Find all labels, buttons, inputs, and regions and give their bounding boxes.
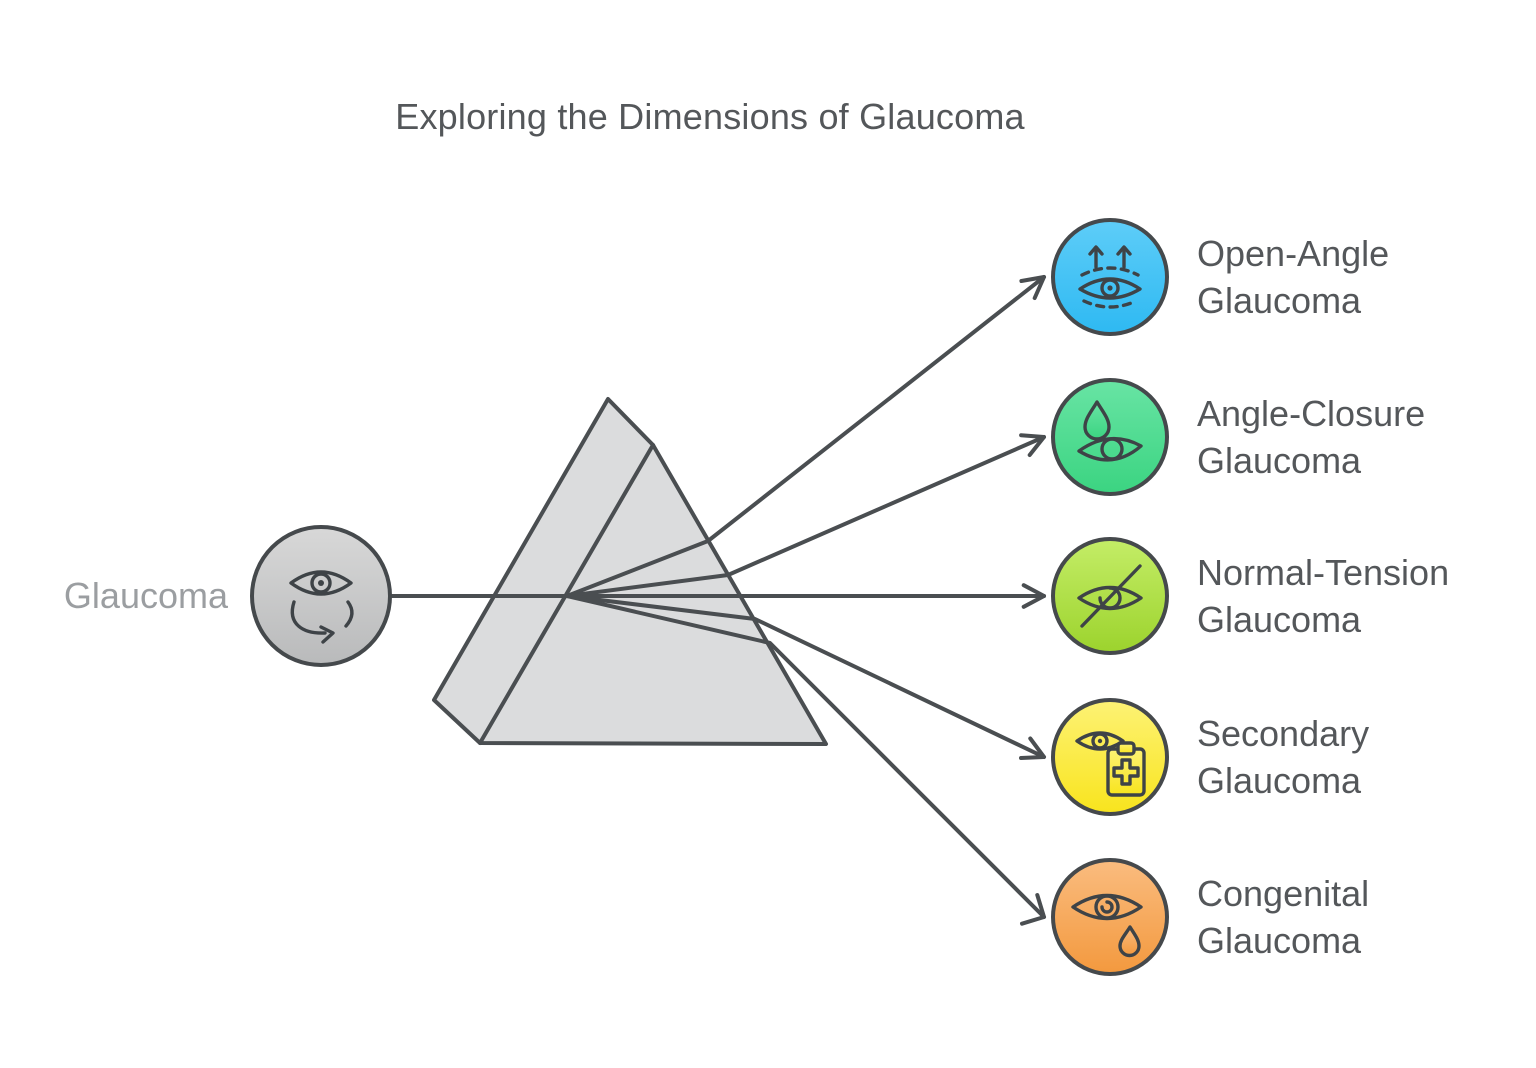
node-angle-closure — [1051, 378, 1169, 496]
arrowhead-congenital — [1020, 893, 1046, 926]
node-open-angle — [1051, 218, 1169, 336]
node-secondary — [1051, 698, 1169, 816]
arrowhead-secondary — [1019, 736, 1046, 760]
ray-congenital — [565, 594, 1046, 919]
source-node — [250, 525, 392, 667]
item-label-line1: Angle-Closure — [1197, 393, 1426, 434]
arrowhead-open-angle — [1019, 275, 1046, 300]
item-label-line2: Glaucoma — [1197, 280, 1362, 321]
item-label-congenital: Congenital Glaucoma — [1197, 870, 1369, 964]
source-label: Glaucoma — [63, 575, 228, 617]
item-label-line1: Congenital — [1197, 873, 1370, 914]
eye-clipboard-icon — [1075, 731, 1146, 797]
node-normal-tension — [1051, 537, 1169, 655]
item-label-line1: Open-Angle — [1197, 233, 1390, 274]
item-label-secondary: Secondary Glaucoma — [1197, 710, 1369, 804]
eye-slash-icon — [1077, 564, 1143, 628]
ray-open-angle — [565, 275, 1046, 598]
item-label-line2: Glaucoma — [1197, 599, 1362, 640]
item-label-normal-tension: Normal-Tension Glaucoma — [1197, 549, 1449, 643]
item-label-line1: Normal-Tension — [1197, 552, 1450, 593]
arrowhead-normal-tension — [1021, 583, 1046, 609]
diagram-title: Exploring the Dimensions of Glaucoma — [395, 96, 1025, 137]
connector-lines — [388, 275, 1046, 926]
item-label-open-angle: Open-Angle Glaucoma — [1197, 230, 1389, 324]
item-label-line2: Glaucoma — [1197, 760, 1362, 801]
ray-angle-closure — [565, 435, 1046, 598]
item-label-angle-closure: Angle-Closure Glaucoma — [1197, 390, 1425, 484]
item-label-line2: Glaucoma — [1197, 440, 1362, 481]
node-congenital — [1051, 858, 1169, 976]
eye-rotation-icon — [289, 570, 354, 644]
eye-droplet-icon — [1077, 400, 1143, 462]
arrowhead-angle-closure — [1019, 433, 1046, 457]
item-label-line2: Glaucoma — [1197, 920, 1362, 961]
ray-secondary — [565, 594, 1046, 759]
eye-pressure-arrows-icon — [1078, 245, 1142, 309]
item-label-line1: Secondary — [1197, 713, 1370, 754]
eye-teardrop-icon — [1071, 893, 1143, 958]
